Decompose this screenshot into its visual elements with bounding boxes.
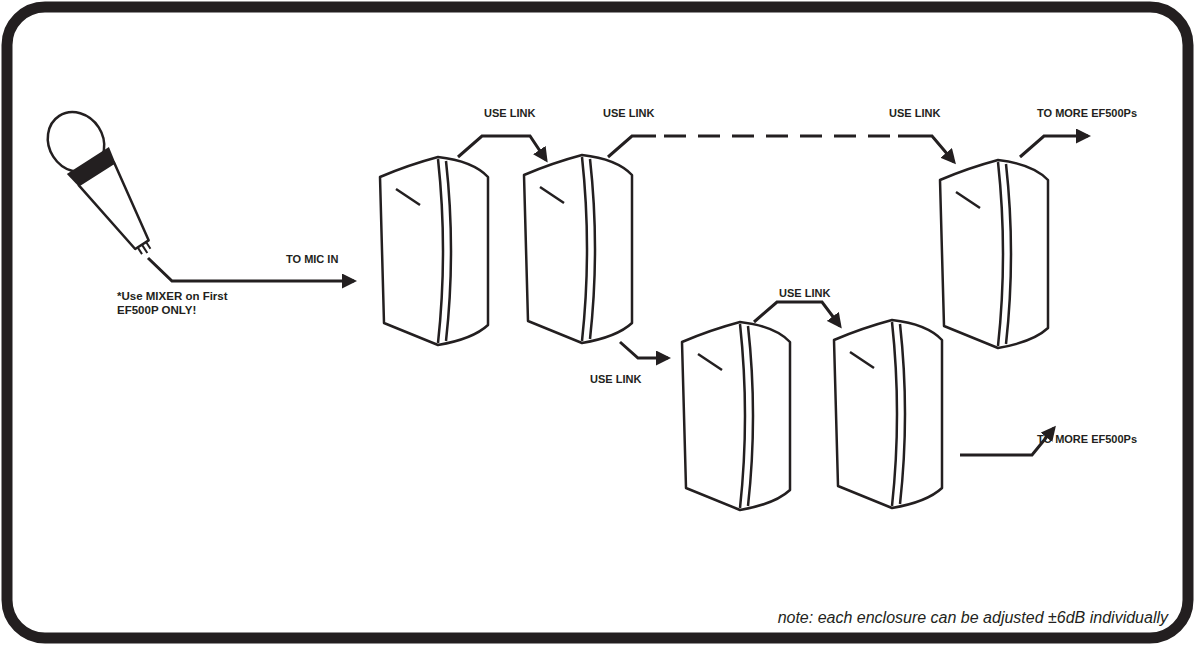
output-label: TO MORE EF500Ps bbox=[1037, 106, 1137, 120]
link-label: USE LINK bbox=[779, 286, 830, 300]
link-label: USE LINK bbox=[889, 106, 940, 120]
output-label: TO MORE EF500Ps bbox=[1037, 432, 1137, 446]
frame bbox=[7, 7, 1188, 638]
speaker bbox=[940, 160, 1048, 348]
speaker bbox=[834, 320, 942, 508]
mixer-note: *Use MIXER on First EF500P ONLY! bbox=[117, 289, 242, 317]
input-label: TO MIC IN bbox=[286, 252, 338, 266]
microphone bbox=[37, 101, 171, 267]
link-label: USE LINK bbox=[603, 106, 654, 120]
link-wires bbox=[148, 136, 1088, 455]
speaker bbox=[380, 157, 488, 345]
footnote: note: each enclosure can be adjusted ±6d… bbox=[778, 608, 1168, 628]
link-label: USE LINK bbox=[484, 106, 535, 120]
speaker bbox=[524, 155, 632, 343]
speaker bbox=[682, 322, 790, 510]
link-label: USE LINK bbox=[590, 372, 641, 386]
